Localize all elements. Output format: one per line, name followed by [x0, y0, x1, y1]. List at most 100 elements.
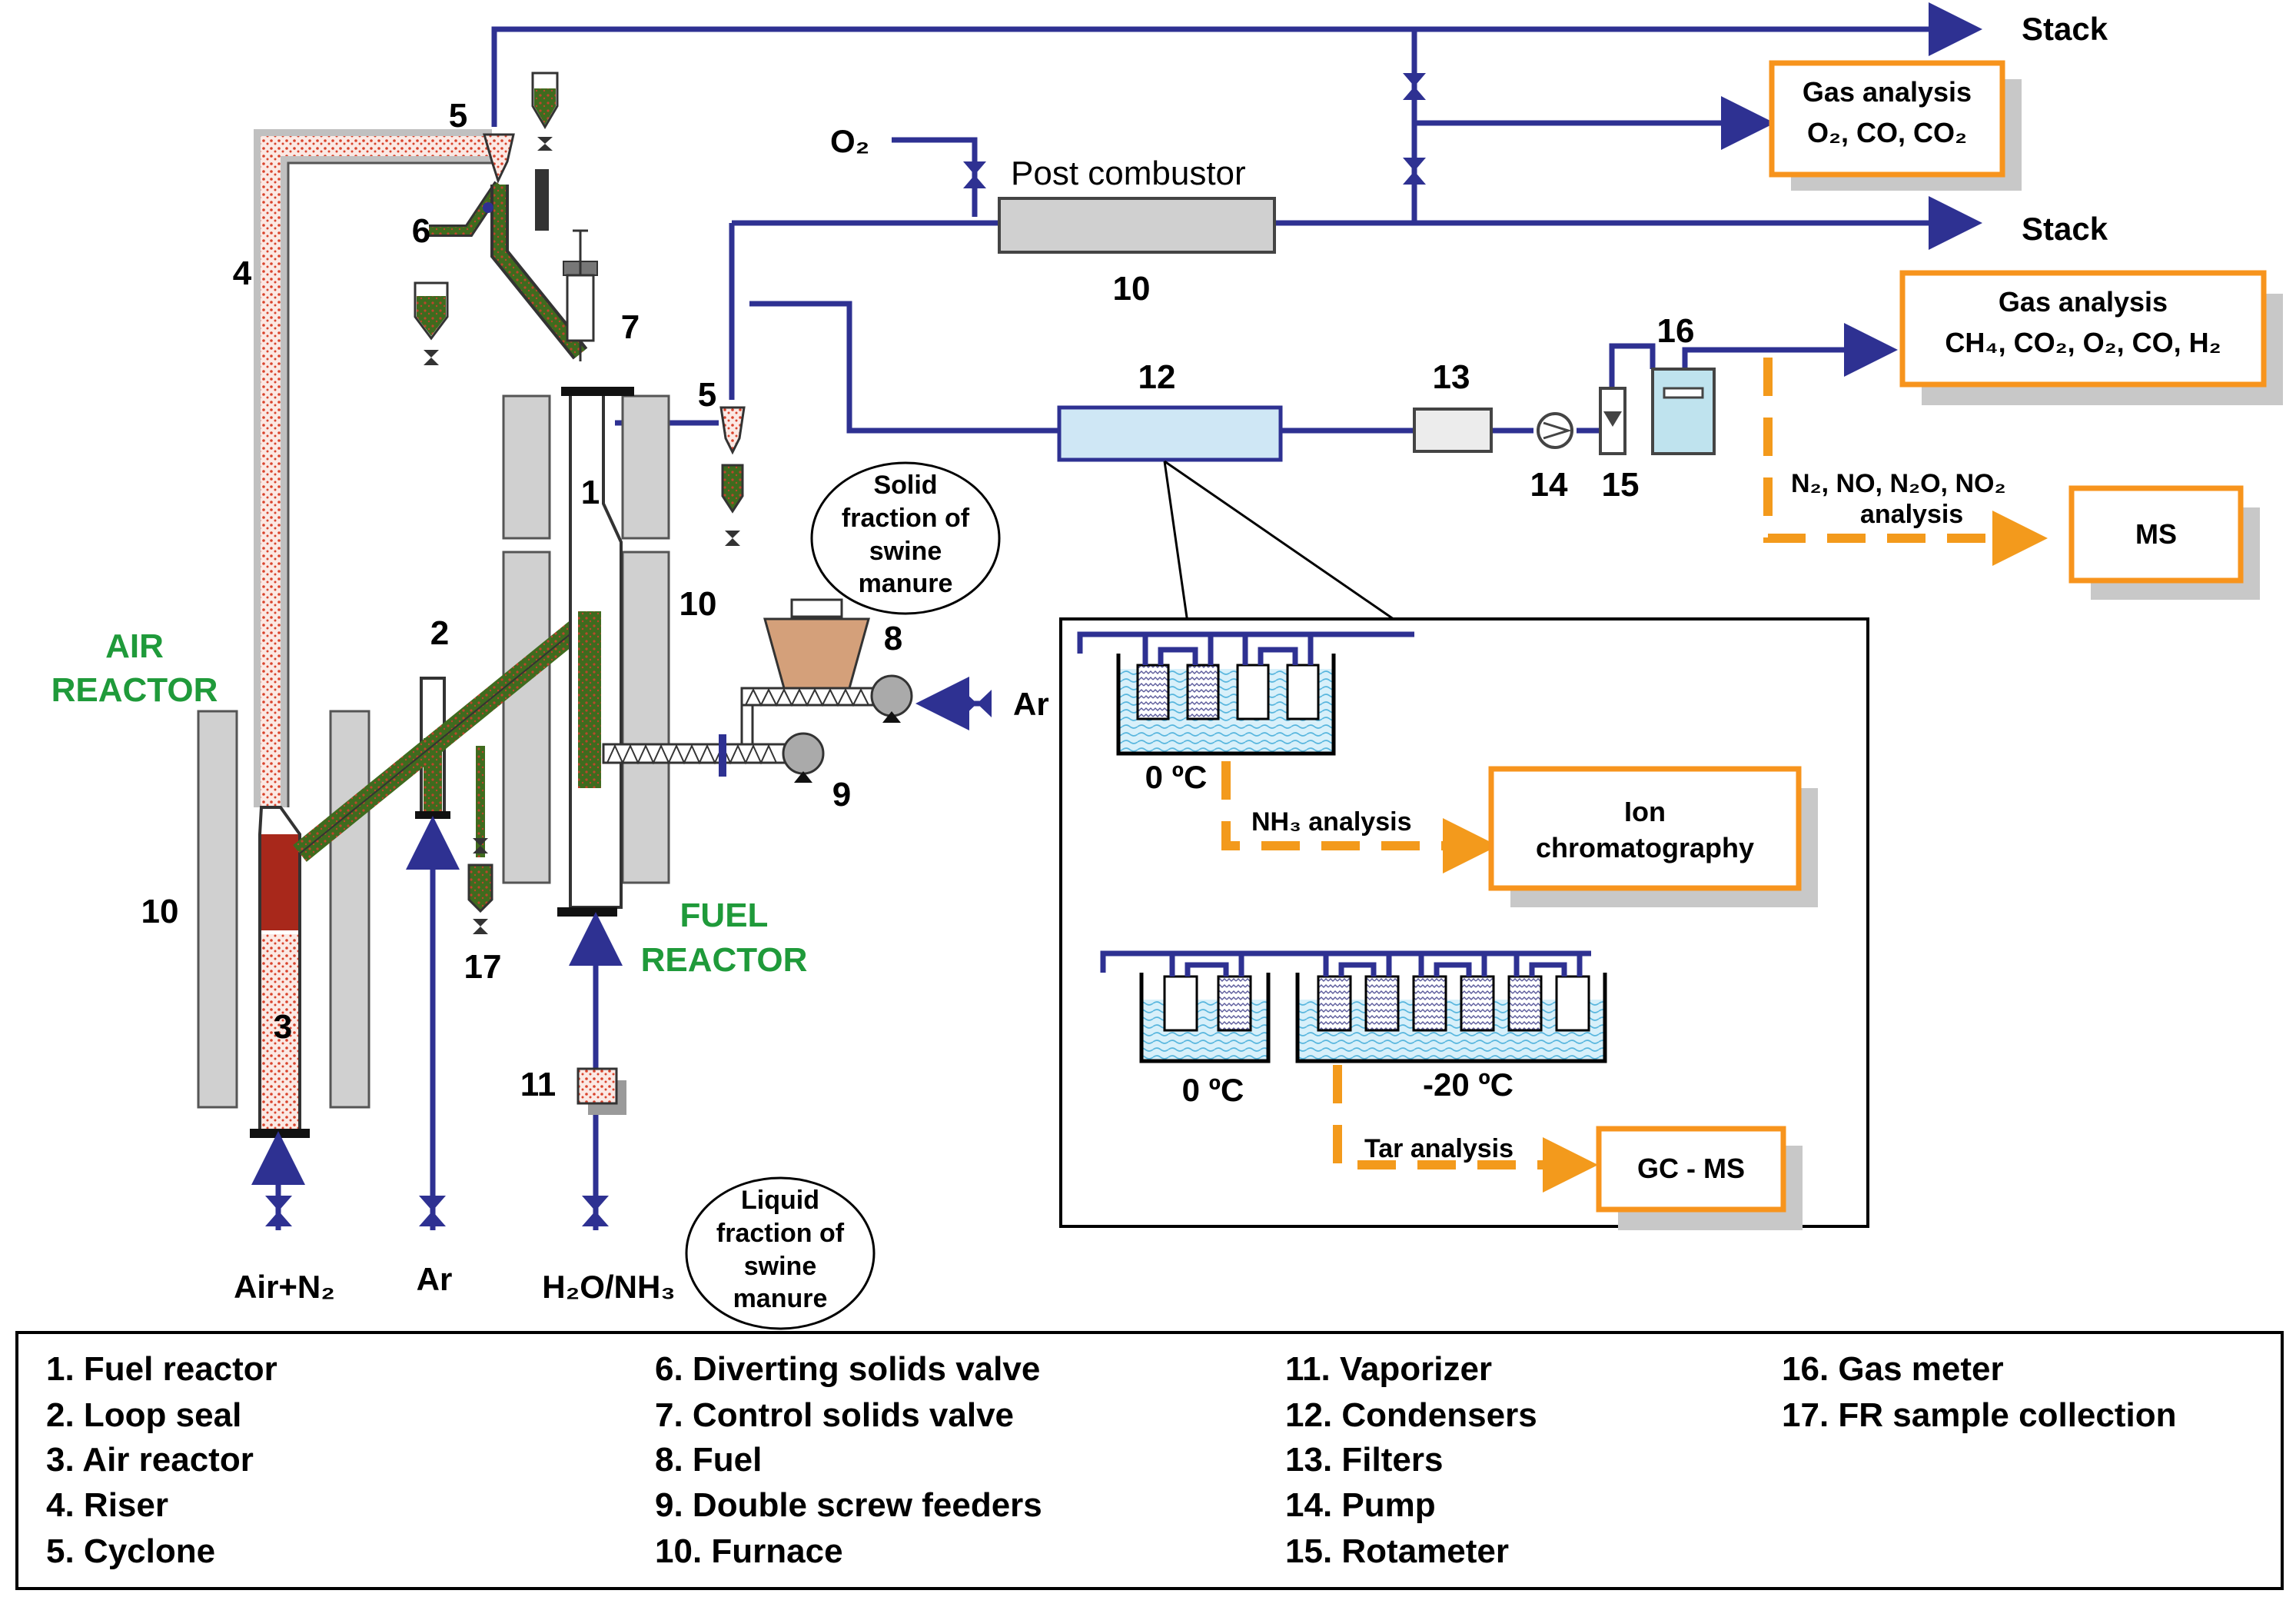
label-10-ar: 10 [141, 893, 179, 930]
temp-0c-lower: 0 ºC [1182, 1072, 1244, 1108]
air-n2-label: Air+N₂ [234, 1269, 335, 1305]
cyclone-5-top [483, 133, 515, 185]
gas-analysis-1-species: O₂, CO, CO₂ [1807, 117, 1967, 148]
legend-item: 13. Filters [1285, 1441, 1443, 1479]
label-9: 9 [832, 776, 851, 813]
h2o-nh3-label: H₂O/NH₃ [542, 1269, 675, 1305]
label-2: 2 [430, 614, 449, 652]
solid-fraction-line-3: swine [869, 537, 942, 566]
legend-item: 17. FR sample collection [1782, 1396, 2177, 1434]
legend-item: 9. Double screw feeders [655, 1486, 1042, 1524]
control-valve-7[interactable] [563, 229, 598, 361]
gc-ms-box: GC - MS [1596, 1126, 1803, 1230]
label-5-top: 5 [449, 97, 467, 135]
gas-analysis-1-title: Gas analysis [1803, 76, 1972, 108]
legend-item: 1. Fuel reactor [46, 1350, 277, 1388]
filters-13 [1413, 408, 1493, 453]
screw-feeder-upper [740, 674, 913, 723]
label-11: 11 [520, 1066, 557, 1103]
valve-ar-loopseal[interactable] [419, 1196, 446, 1226]
label-16: 16 [1657, 312, 1695, 350]
liquid-fraction-line-3: swine [744, 1252, 816, 1281]
valve-ar-feeder[interactable] [962, 690, 992, 717]
n-species-sample-line [1763, 358, 2048, 566]
condenser-detail-box: 0 ºC NH₃ analysis Ion chromatography 0 º… [1059, 617, 1869, 1230]
temp-minus20c: -20 ºC [1423, 1066, 1513, 1103]
valve-top-1[interactable] [1403, 73, 1426, 100]
legend-item: 8. Fuel [655, 1441, 762, 1479]
label-12: 12 [1138, 358, 1176, 396]
tar-analysis-label: Tar analysis [1364, 1134, 1513, 1163]
tar-sample-line [1333, 1065, 1598, 1193]
gc-ms-label: GC - MS [1637, 1153, 1745, 1184]
n-analysis-label: analysis [1860, 500, 1963, 529]
pump-14 [1537, 412, 1573, 449]
ion-chromatography-box: Ion chromatography [1488, 766, 1818, 907]
legend: 1. Fuel reactor 2. Loop seal 3. Air reac… [15, 1331, 2284, 1590]
liquid-fraction-line-4: manure [733, 1284, 828, 1313]
legend-item: 11. Vaporizer [1285, 1350, 1492, 1388]
rotameter-15 [1599, 387, 1626, 455]
fuel-hopper-8 [763, 598, 870, 690]
hopper-top [531, 72, 559, 151]
legend-item: 16. Gas meter [1782, 1350, 2004, 1388]
sample-collection-17 [467, 838, 493, 934]
legend-item: 4. Riser [46, 1486, 168, 1524]
label-1: 1 [581, 474, 600, 511]
label-13: 13 [1433, 358, 1470, 396]
legend-item: 5. Cyclone [46, 1532, 215, 1570]
condensers-12 [1057, 405, 1283, 462]
label-15: 15 [1602, 466, 1640, 504]
post-combustor [998, 197, 1276, 254]
label-8: 8 [884, 620, 902, 657]
nh3-sample-line [1221, 761, 1498, 873]
label-6: 6 [412, 212, 430, 250]
fuel-reactor-label-1: FUEL [680, 897, 769, 934]
post-combustor-label: Post combustor [1011, 155, 1246, 192]
air-reactor-3 [250, 806, 310, 1138]
label-10-fr: 10 [679, 585, 717, 623]
legend-item: 6. Diverting solids valve [655, 1350, 1040, 1388]
vaporizer-11 [576, 1067, 618, 1105]
valve-h2o[interactable] [582, 1196, 609, 1226]
label-17: 17 [464, 948, 502, 986]
n-species-label: N₂, NO, N₂O, NO₂ [1791, 469, 2006, 498]
air-reactor-label-2: REACTOR [52, 671, 218, 709]
screw-feeder-lower [602, 732, 825, 783]
valve-top-2[interactable] [1403, 158, 1426, 185]
solid-fraction-line-4: manure [859, 569, 953, 598]
stack-label-top: Stack [2022, 11, 2108, 47]
gas-meter-16 [1651, 368, 1716, 455]
legend-item: 10. Furnace [655, 1532, 843, 1570]
label-3: 3 [274, 1008, 292, 1046]
fuel-reactor-label-2: REACTOR [641, 941, 808, 979]
temp-0c-upper: 0 ºC [1145, 759, 1208, 795]
hopper-6 [414, 281, 449, 365]
ms-label: MS [2135, 518, 2177, 550]
diverting-valve-6[interactable] [483, 202, 493, 213]
o2-label: O₂ [830, 123, 869, 159]
stack-label-mid: Stack [2022, 211, 2108, 247]
chromatography-label: chromatography [1536, 832, 1754, 863]
label-5-right: 5 [698, 376, 716, 414]
liquid-fraction-line-1: Liquid [741, 1186, 819, 1215]
legend-item: 3. Air reactor [46, 1441, 254, 1479]
valve-o2[interactable] [963, 161, 986, 188]
riser-4 [261, 136, 492, 807]
gas-analysis-2-species: CH₄, CO₂, O₂, CO, H₂ [1945, 327, 2221, 358]
fuel-reactor-1 [557, 387, 634, 917]
label-7: 7 [621, 308, 640, 346]
legend-item: 14. Pump [1285, 1486, 1436, 1524]
legend-item: 12. Condensers [1285, 1396, 1537, 1434]
valve-air[interactable] [265, 1196, 292, 1226]
ar-feed-label: Ar [1013, 686, 1049, 722]
solid-fraction-line-2: fraction of [842, 504, 970, 533]
legend-item: 2. Loop seal [46, 1396, 241, 1434]
label-4: 4 [233, 255, 252, 292]
ar-loopseal-label: Ar [417, 1261, 453, 1297]
gas-analysis-box-1: Gas analysis O₂, CO, CO₂ [1769, 60, 2022, 191]
legend-item: 7. Control solids valve [655, 1396, 1014, 1434]
gas-analysis-2-title: Gas analysis [1999, 286, 2168, 318]
label-10-post: 10 [1113, 270, 1151, 308]
